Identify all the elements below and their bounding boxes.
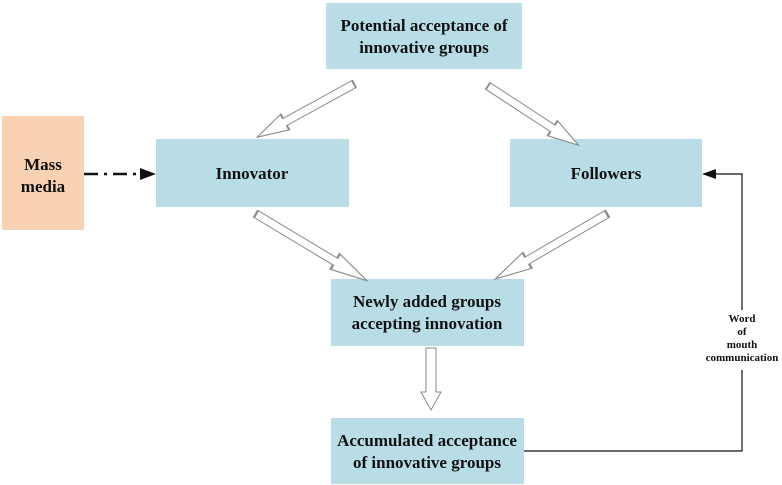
mass-media-arrowhead (140, 168, 156, 180)
newly-added-groups-box (331, 279, 524, 346)
potential-acceptance-label-line1: Potential acceptance of (340, 16, 507, 35)
arrow-followers-to-newly-added (493, 209, 611, 281)
word-of-mouth-label-line2: of (737, 326, 747, 338)
newly-added-label-line1: Newly added groups (353, 292, 501, 311)
accumulated-label-line2: of innovative groups (353, 453, 501, 472)
arrow-potential-to-innovator (255, 79, 358, 139)
mass-media-box (2, 116, 84, 230)
mass-media-label-line2: media (21, 177, 66, 196)
word-of-mouth-label-line4: communication (706, 352, 779, 364)
word-of-mouth-label-bg (701, 310, 782, 370)
arrow-potential-to-followers (484, 81, 581, 147)
arrow-innovator-to-newly-added (252, 209, 369, 282)
potential-acceptance-box (326, 3, 522, 69)
followers-box (510, 139, 702, 207)
word-of-mouth-label-line1: Word (729, 313, 756, 325)
accumulated-acceptance-box (331, 418, 524, 484)
innovator-box (156, 139, 349, 207)
potential-acceptance-label-line2: innovative groups (359, 38, 489, 57)
word-of-mouth-label-line3: mouth (727, 339, 758, 351)
arrow-newly-added-to-accumulated (420, 347, 442, 412)
followers-label: Followers (571, 164, 642, 183)
mass-media-label-line1: Mass (24, 155, 62, 174)
feedback-arrowhead (702, 169, 716, 179)
newly-added-label-line2: accepting innovation (352, 314, 503, 333)
innovator-label: Innovator (216, 164, 289, 183)
accumulated-label-line1: Accumulated acceptance (337, 431, 517, 450)
